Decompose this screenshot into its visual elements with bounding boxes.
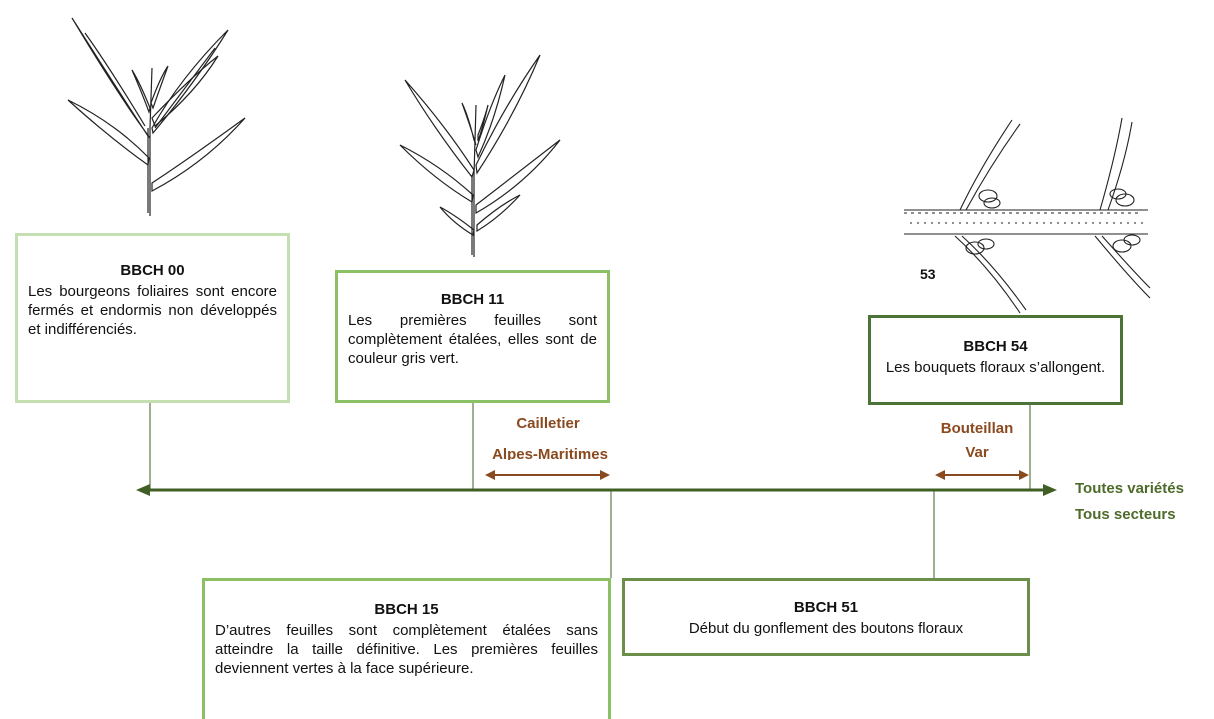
olive-twig-bbch11-illustration [399,54,561,257]
stage-box-bbch15: BBCH 15 D’autres feuilles sont complètem… [202,578,611,719]
stage-description: D’autres feuilles sont complètement étal… [215,622,598,677]
range-label-right-line1: Bouteillan [940,420,1014,437]
olive-branch-flower-buds-illustration: 53 [900,117,1151,314]
axis-label-line1: Toutes variétés [1075,480,1184,497]
stage-title: BBCH 15 [374,601,439,618]
stage-box-bbch00: BBCH 00 Les bourgeons foliaires sont enc… [15,233,290,403]
stage-title: BBCH 11 [440,291,505,308]
stage-description: Les premières feuilles sont complètement… [348,312,597,367]
range-label-left-line2: Alpes-Maritimes [492,446,608,460]
range-label-right-line2: Var [965,444,989,461]
stage-description: Les bourgeons foliaires sont encore ferm… [28,283,277,338]
stage-title: BBCH 00 [120,262,185,279]
stage-box-bbch51: BBCH 51 Début du gonflement des boutons … [622,578,1030,656]
stage-box-bbch11: BBCH 11 Les premières feuilles sont comp… [335,270,610,403]
stage-title: BBCH 51 [793,599,859,616]
stage-description: Début du gonflement des boutons floraux [688,620,964,637]
axis-label-line2: Tous secteurs [1075,506,1176,523]
illustration-label: 53 [920,266,936,282]
stage-description: Les bouquets floraux s’allongent. [885,359,1106,376]
olive-twig-bbch00-illustration [67,17,246,216]
range-label-left-line1: Cailletier [516,415,580,432]
stage-title: BBCH 54 [963,338,1028,355]
stage-box-bbch54: BBCH 54 Les bouquets floraux s’allongent… [868,315,1123,405]
